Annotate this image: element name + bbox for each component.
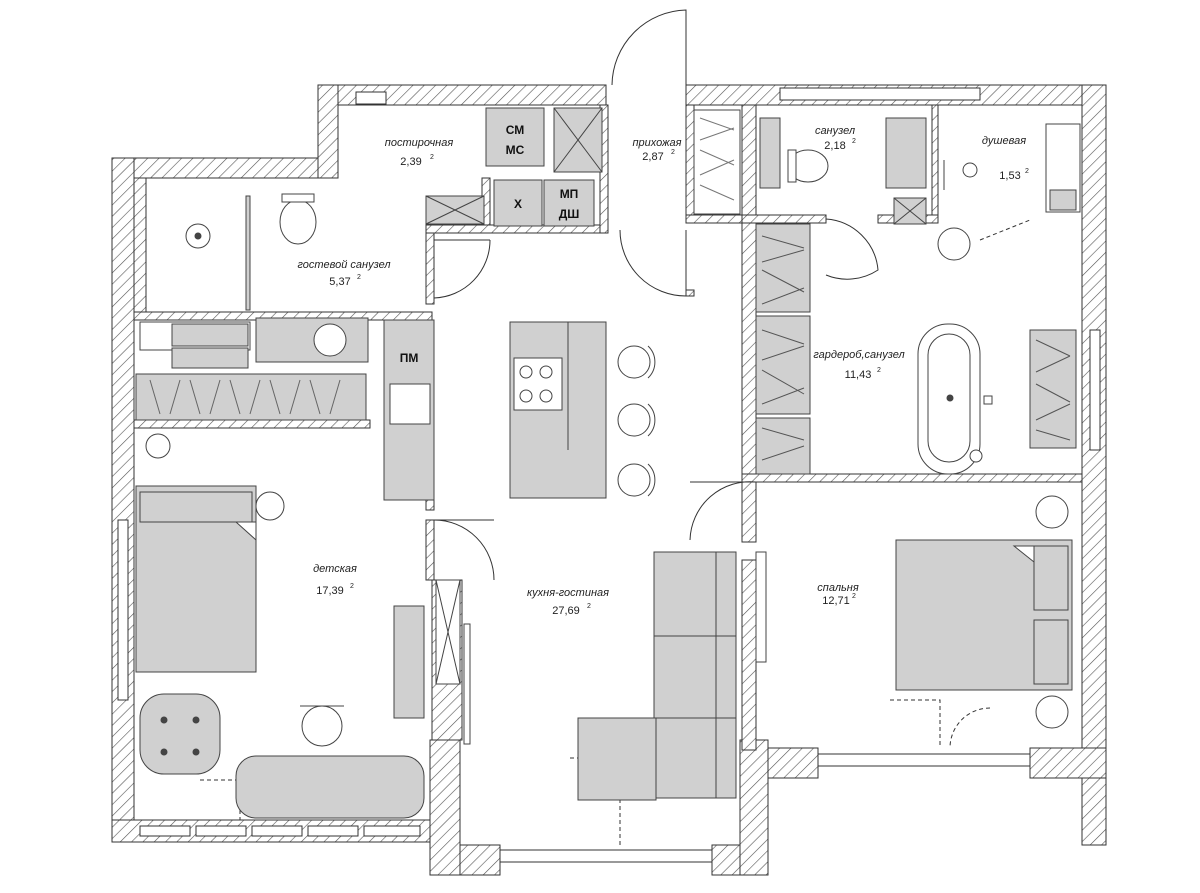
- room-area: 2,18: [824, 140, 845, 152]
- room-area: 2,39: [400, 156, 421, 168]
- room-area: 2,87: [642, 151, 663, 163]
- appliance-tags: СМ МС Х МП ДШ ПМ: [400, 123, 580, 365]
- room-area-unit: 2: [671, 149, 675, 156]
- tag-dryer: МС: [506, 143, 525, 157]
- room-area-unit: 2: [357, 274, 361, 281]
- room-label-hallway: прихожая 2,87 2: [632, 137, 681, 163]
- room-area-unit: 2: [877, 367, 881, 374]
- tag-dishwasher: ПМ: [400, 351, 419, 365]
- room-label-bathroom-small: санузел 2,18 2: [815, 125, 856, 152]
- room-label-wardrobe-bathroom: гардероб,санузел 11,43 2: [813, 349, 904, 381]
- room-area: 17,39: [316, 585, 344, 597]
- room-area-unit: 2: [350, 583, 354, 590]
- room-name: санузел: [815, 125, 855, 137]
- room-area: 27,69: [552, 605, 580, 617]
- room-name: гостевой санузел: [297, 259, 390, 271]
- room-name: детская: [313, 563, 357, 575]
- room-name: кухня-гостиная: [527, 587, 609, 599]
- doors: [200, 9, 1031, 845]
- room-label-kids-room: детская 17,39 2: [313, 563, 357, 597]
- room-area: 12,71: [822, 595, 850, 607]
- room-area-unit: 2: [1025, 168, 1029, 175]
- tag-microwave: МП: [560, 187, 579, 201]
- room-name: постирочная: [385, 137, 454, 149]
- room-label-laundry: постирочная 2,39 2: [385, 137, 454, 168]
- room-area-unit: 2: [587, 603, 591, 610]
- furniture: [135, 107, 1081, 819]
- room-name: спальня: [817, 582, 859, 594]
- room-area: 1,53: [999, 170, 1020, 182]
- room-name: прихожая: [632, 137, 681, 149]
- room-name: душевая: [982, 135, 1026, 147]
- tag-oven: ДШ: [559, 207, 580, 221]
- room-label-guest-bathroom: гостевой санузел 5,37 2: [297, 259, 390, 288]
- windows: [117, 87, 1101, 863]
- room-area-unit: 2: [852, 138, 856, 145]
- room-area: 5,37: [329, 276, 350, 288]
- room-label-bedroom: спальня 12,71 2: [817, 582, 859, 607]
- room-name: гардероб,санузел: [813, 349, 904, 361]
- tag-fridge: Х: [514, 197, 522, 211]
- room-label-shower: душевая 1,53 2: [982, 135, 1029, 182]
- room-area: 11,43: [845, 369, 872, 381]
- tag-washer: СМ: [506, 123, 525, 137]
- room-area-unit: 2: [852, 593, 856, 600]
- room-label-kitchen-living: кухня-гостиная 27,69 2: [527, 587, 609, 617]
- room-area-unit: 2: [430, 154, 434, 161]
